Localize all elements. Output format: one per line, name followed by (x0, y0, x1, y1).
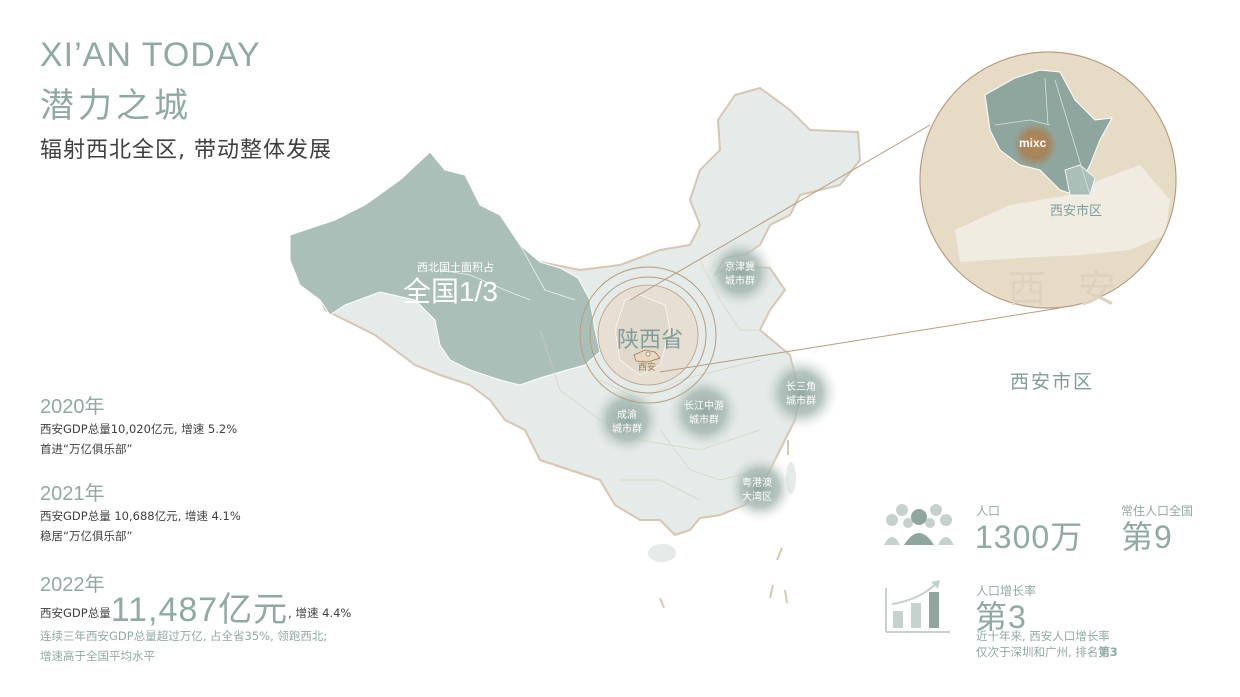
people-icon (884, 504, 954, 545)
shaanxi-label: 陕西省 (617, 328, 684, 353)
mixc-glow (1013, 123, 1057, 167)
cluster-glow-jingjinji (704, 237, 776, 309)
population-rank-label: 常住人口全国 (1121, 504, 1194, 518)
inset-district-label: 西安市区 (1050, 204, 1103, 219)
growth-note: 近十年来, 西安人口增长率 仅次于深圳和广州, 排名第3 (976, 629, 1118, 659)
xian-dot (645, 351, 651, 357)
cluster-glow-changjiang (666, 374, 742, 450)
timeline-2022: 2022年 西安GDP总量11,487亿元, 增速 4.4% 连续三年西安GDP… (40, 574, 352, 663)
population-rank-value: 第9 (1121, 519, 1173, 555)
hainan-island (648, 544, 676, 562)
northwest-region (289, 151, 601, 386)
cluster-glow-yuegangao (726, 454, 794, 522)
cluster-chengyu: 成渝城市群 (612, 410, 642, 435)
title-chinese: 潜力之城 (40, 86, 192, 126)
cluster-yuegangao: 粤港澳大湾区 (742, 478, 772, 503)
northwest-value: 全国1/3 (403, 276, 498, 307)
shaanxi-ring-outer (579, 266, 717, 404)
subtitle: 辐射西北全区, 带动整体发展 (40, 138, 332, 163)
growth-label: 人口增长率 (976, 584, 1037, 598)
nine-dash-line (659, 440, 789, 609)
timeline-2020: 2020年 西安GDP总量10,020亿元, 增速 5.2% 首进“万亿俱乐部” (40, 396, 238, 456)
cluster-changsanjiao: 长三角城市群 (786, 382, 816, 407)
district-caption: 西安市区 (1010, 371, 1095, 393)
growth-chart-icon (885, 580, 950, 633)
population-value: 1300万 (975, 519, 1084, 555)
growth-value: 第3 (975, 599, 1027, 635)
cluster-glow-chengyu (591, 384, 663, 456)
inset-watermark: 西 安 (1008, 267, 1127, 311)
population-label: 人口 (976, 504, 1001, 518)
shaanxi-ring-inner (589, 276, 707, 394)
xian-inset-map (920, 52, 1176, 308)
gdp-2022-value: 11,487亿元 (110, 591, 289, 629)
title-english: XI’AN TODAY (40, 36, 261, 74)
xian-label: 西安 (638, 363, 657, 373)
mixc-logo: mixc (1019, 136, 1047, 150)
cluster-glow-changsanjiao (763, 355, 839, 431)
cluster-jingjinji: 京津冀城市群 (725, 262, 755, 287)
timeline-2021: 2021年 西安GDP总量 10,688亿元, 增速 4.1% 稳居“万亿俱乐部… (40, 483, 241, 543)
cluster-changjiang: 长江中游城市群 (684, 401, 724, 426)
northwest-caption: 西北国土面积占 (417, 261, 494, 274)
